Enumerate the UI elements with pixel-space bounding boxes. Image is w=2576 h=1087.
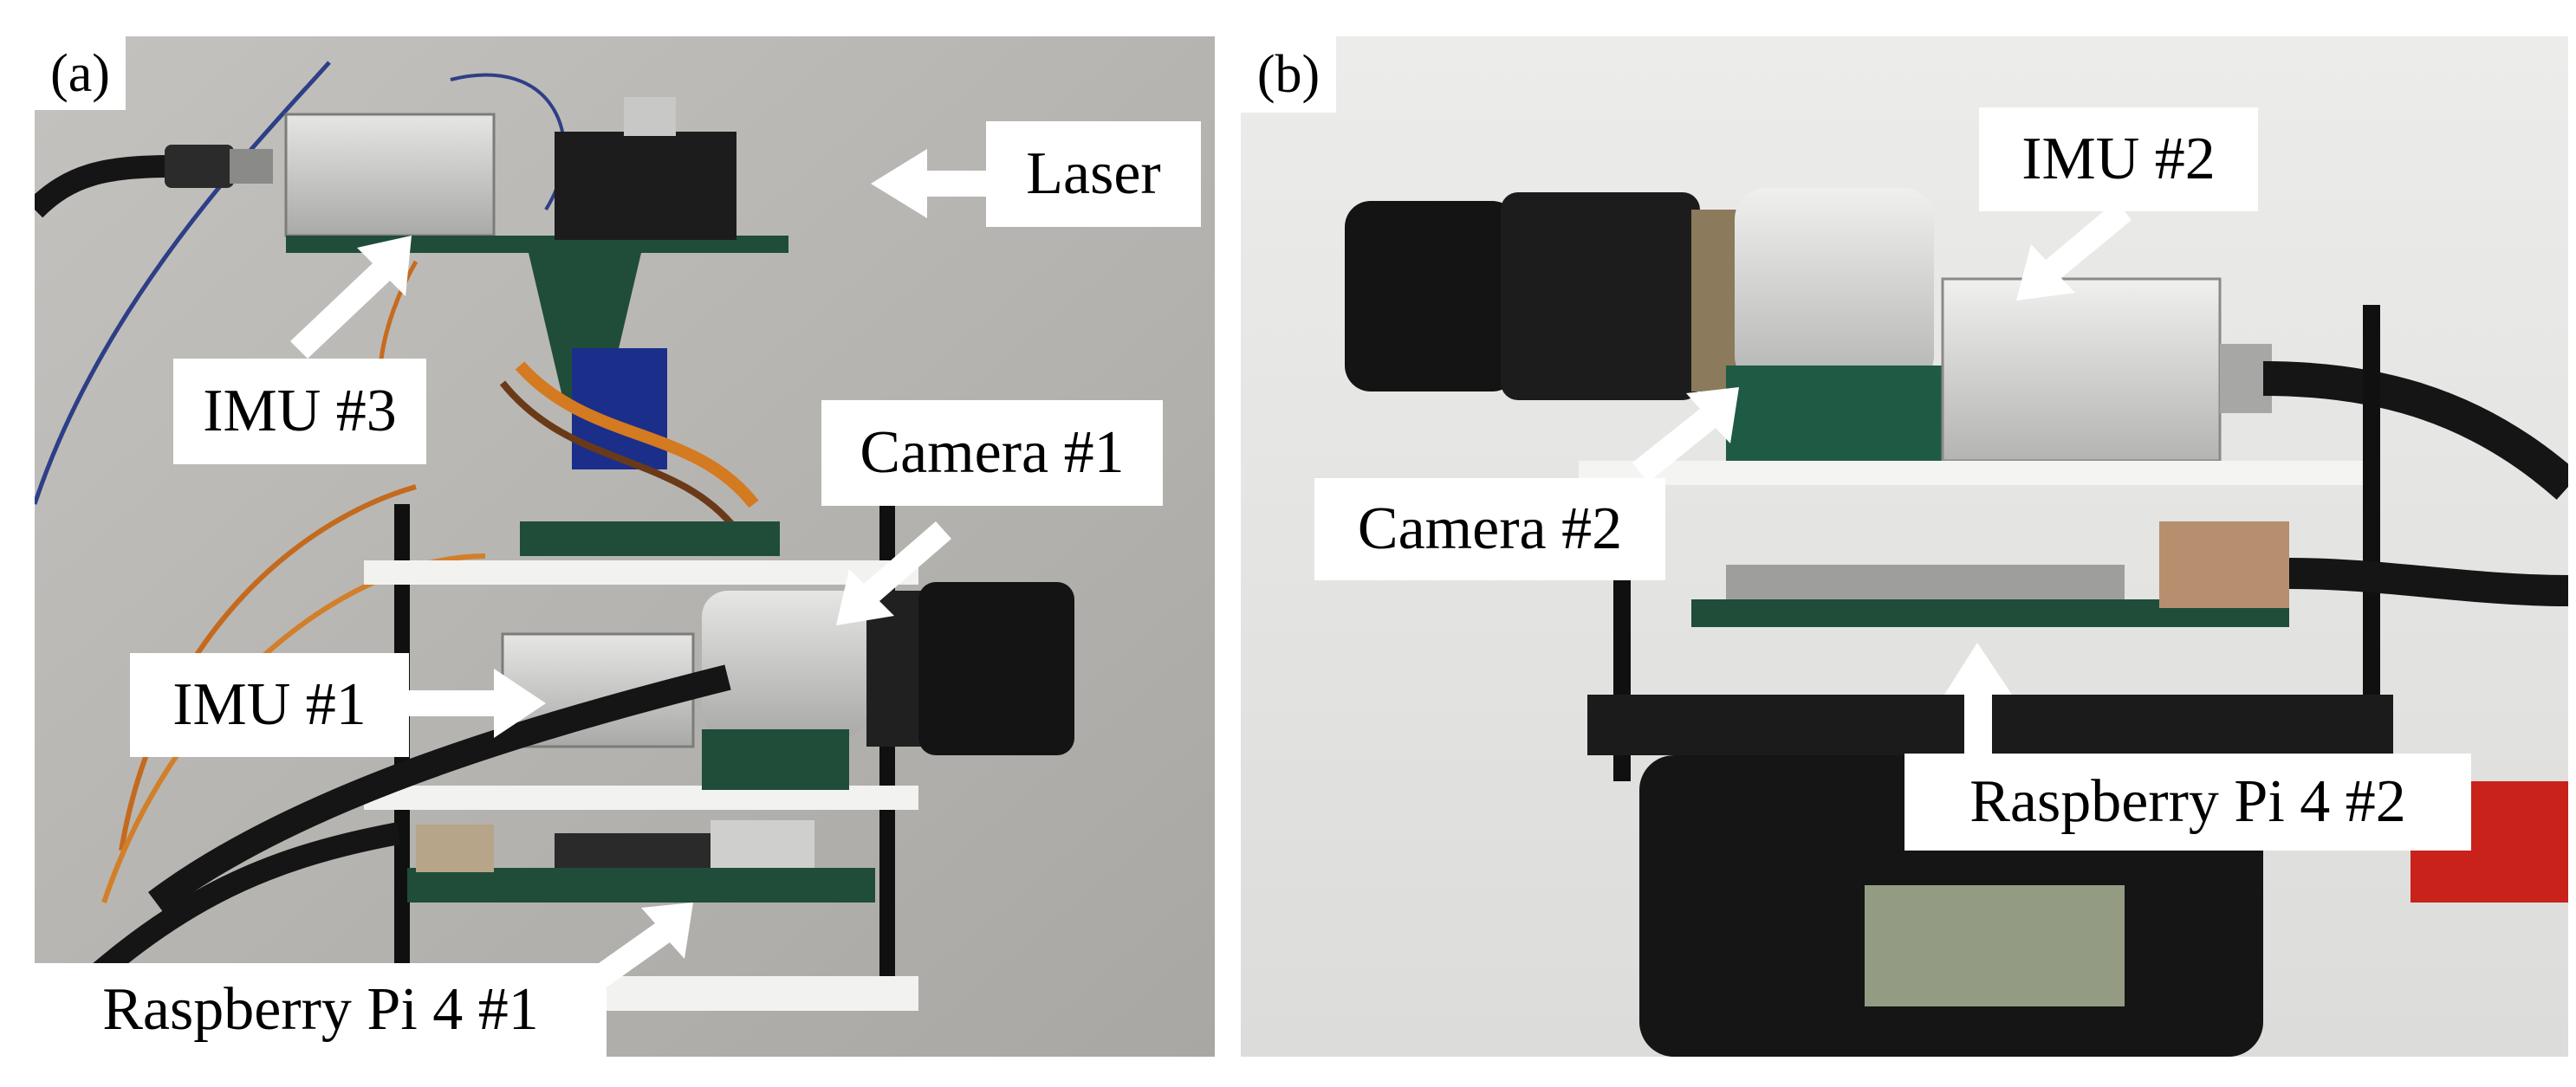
panel-b-photo [1241,36,2568,1057]
panel-b: (b) IMU #2 Camera #2 Raspberry Pi 4 #2 [1241,36,2568,1057]
label-imu3: IMU #3 [173,359,426,464]
panel-a-tag: (a) [35,36,126,110]
label-imu1: IMU #1 [130,653,409,757]
label-rpi2: Raspberry Pi 4 #2 [1904,754,2471,851]
label-rpi1: Raspberry Pi 4 #1 [35,963,607,1057]
panel-a: (a) Laser IMU #3 Camera #1 IMU #1 Raspbe… [35,36,1215,1057]
panel-b-tag: (b) [1241,36,1336,113]
label-laser: Laser [986,121,1201,227]
label-camera1: Camera #1 [821,400,1163,506]
label-camera2: Camera #2 [1314,478,1665,580]
label-imu2: IMU #2 [1979,107,2258,211]
